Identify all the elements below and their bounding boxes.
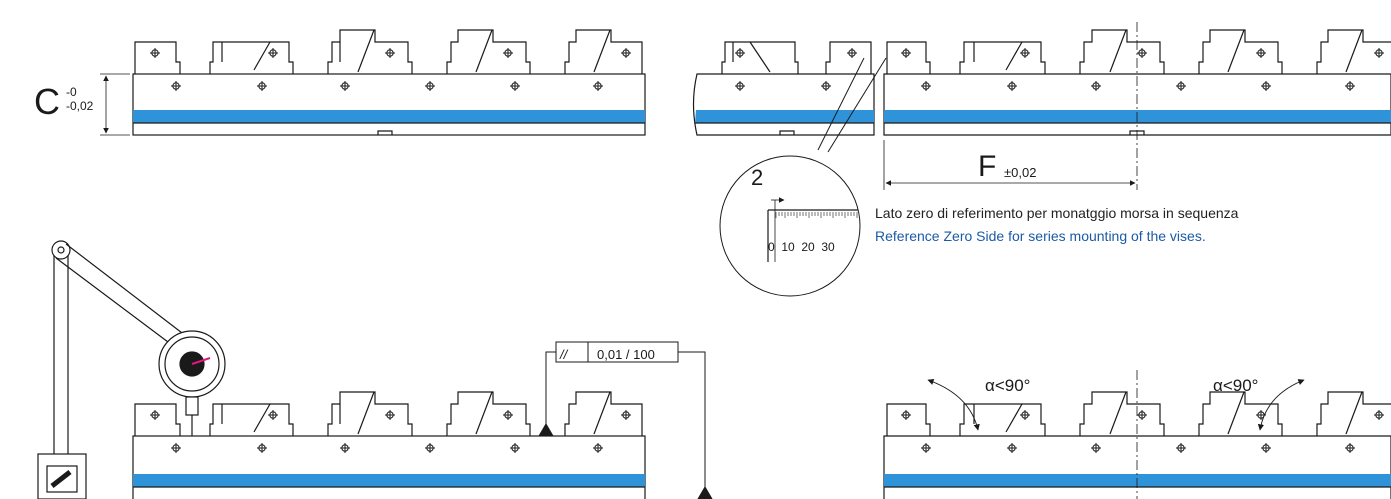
dimension-c xyxy=(100,73,130,136)
tolerance-frame xyxy=(538,341,713,499)
top-left-rail xyxy=(132,29,646,136)
dimension-f-symbol: F xyxy=(978,150,997,183)
dimension-f-tolerance: ±0,02 xyxy=(1004,165,1037,180)
dimension-c-lower-tolerance: -0,02 xyxy=(66,99,94,113)
note-english: Reference Zero Side for series mounting … xyxy=(875,228,1206,244)
note-italian: Lato zero di referimento per monatggio m… xyxy=(875,205,1239,221)
blue-stripe xyxy=(133,110,645,123)
detail-scale-labels: 0 10 20 30 xyxy=(768,240,835,254)
bottom-left-rail xyxy=(132,391,646,499)
bottom-right-rail xyxy=(883,370,1391,499)
dial-indicator xyxy=(37,240,226,499)
angle-label-left: α<90° xyxy=(985,376,1031,395)
tolerance-value: 0,01 / 100 xyxy=(597,347,655,362)
angle-label-right: α<90° xyxy=(1213,376,1259,395)
dimension-c-upper-tolerance: -0 xyxy=(66,85,77,99)
detail-offset-value: 2 xyxy=(751,165,764,190)
tolerance-parallelism-symbol: // xyxy=(560,347,568,362)
dimension-c-symbol: C xyxy=(34,81,60,122)
top-right-rail xyxy=(883,29,1391,136)
dimension-f xyxy=(883,22,1138,190)
detail-zoom xyxy=(719,57,887,297)
